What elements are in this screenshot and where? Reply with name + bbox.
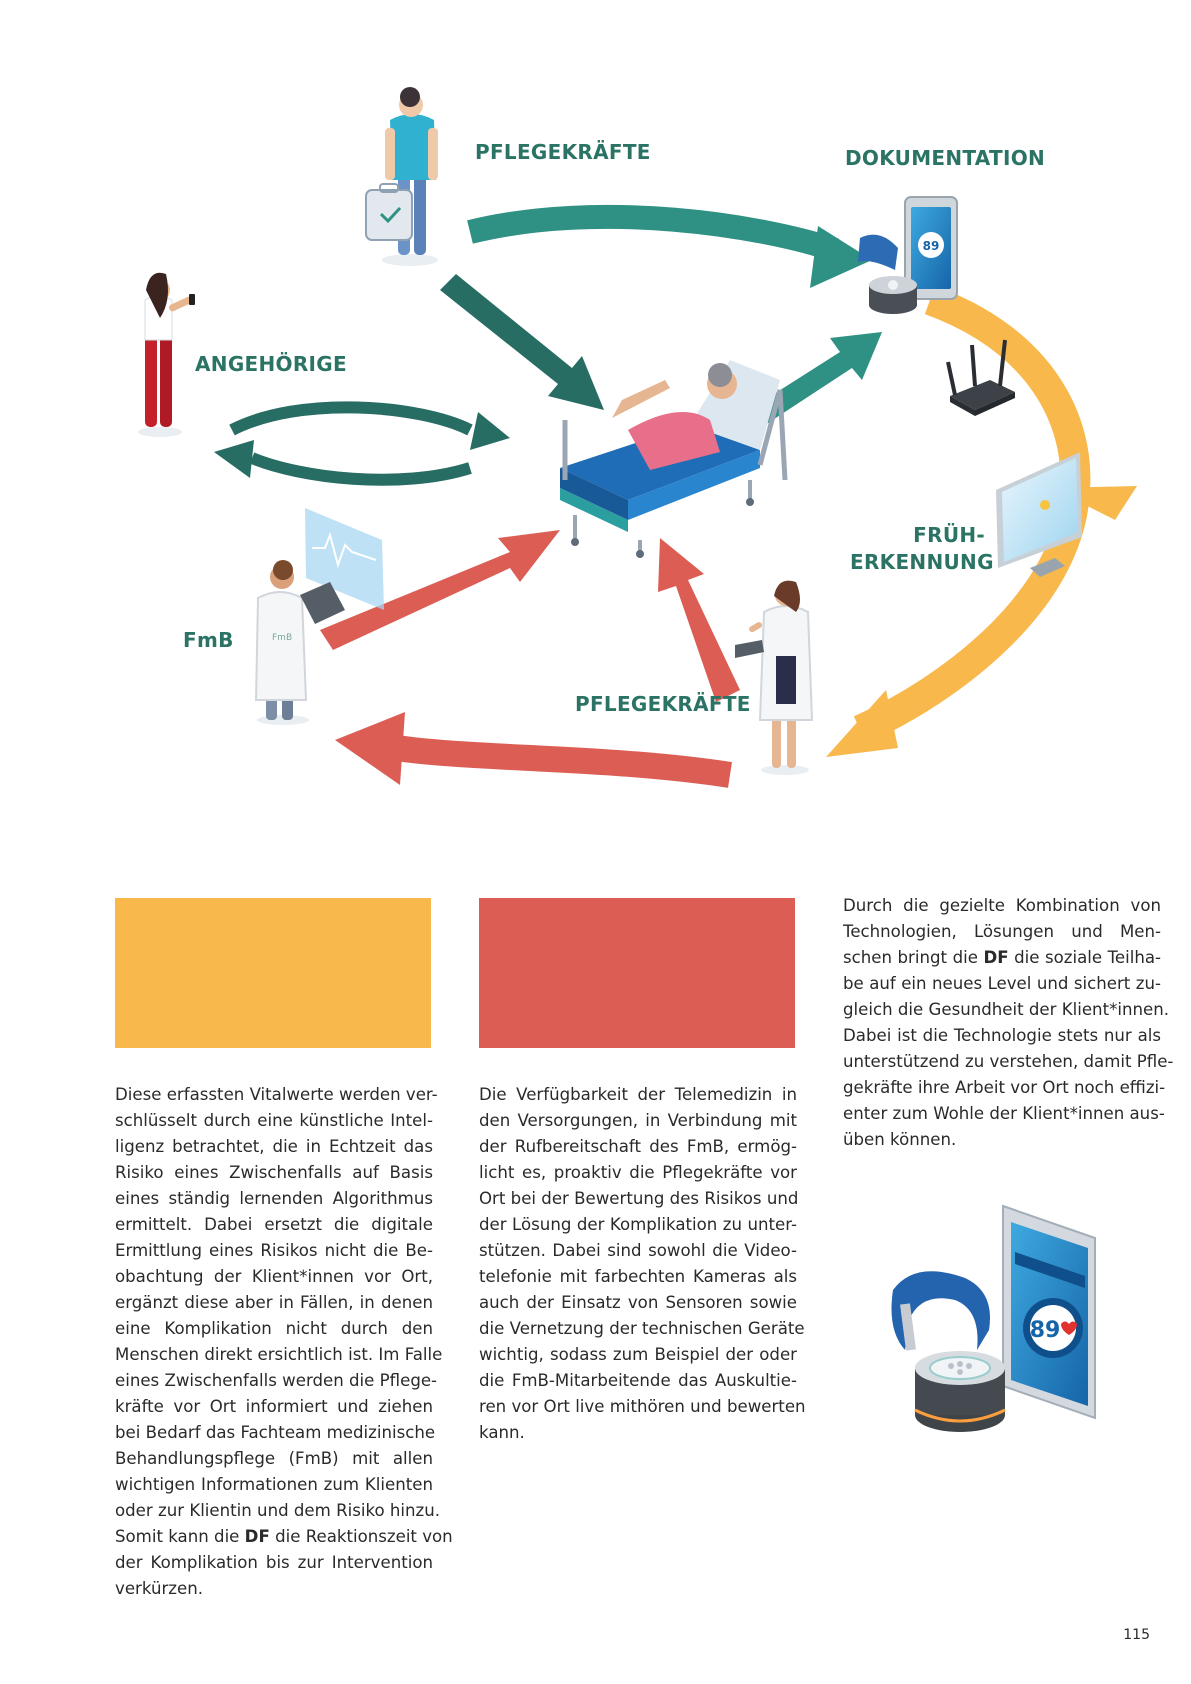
- label-fmb: FmB: [183, 628, 234, 652]
- text-line: stützen. Dabei sind sowohl die Video-: [479, 1241, 797, 1260]
- text-line: die FmB-Mitarbeitende das Auskultie-: [479, 1371, 797, 1390]
- middle-text-column: Die Verfügbarkeit der Telemedizin in den…: [479, 1082, 806, 1446]
- teal-arrow-bed-to-doc: [752, 332, 882, 425]
- text-line: enter zum Wohle der Klient*innen aus-: [843, 1104, 1165, 1123]
- label-pflegekraefte-top: PFLEGEKRÄFTE: [475, 140, 651, 164]
- text-line-bold-df: Somit kann die DF die Reaktionszeit von: [115, 1524, 453, 1550]
- page-number: 115: [1123, 1627, 1150, 1643]
- device-heart-rate-value: 89: [1030, 1318, 1061, 1343]
- text-line: be auf ein neues Level und sichert zu-: [843, 974, 1161, 993]
- text-line: wichtigen Informationen zum Klienten: [115, 1475, 433, 1494]
- red-color-block: [479, 898, 795, 1048]
- red-arrow-fmb-to-bed: [320, 530, 560, 650]
- text-line: der Rufbereitschaft des FmB, ermög-: [479, 1137, 797, 1156]
- teal-arrow-top: [467, 204, 872, 288]
- wearable-devices-illustration: 89: [891, 1204, 1096, 1432]
- text-line: der Lösung der Komplikation zu unter-: [479, 1215, 797, 1234]
- text-line: bei Bedarf das Fachteam medizinische: [115, 1423, 436, 1442]
- text-line: schlüsselt durch eine künstliche Intel-: [115, 1111, 433, 1130]
- patient-bed-illustration: [560, 360, 788, 558]
- text-line: licht es, proaktiv die Pflegekräfte vor: [479, 1163, 797, 1182]
- text-line: gleich die Gesundheit der Klient*innen.: [843, 1000, 1170, 1019]
- label-dokumentation: DOKUMENTATION: [845, 146, 1046, 170]
- text-line: den Versorgungen, in Verbindung mit: [479, 1111, 797, 1130]
- documentation-devices-illustration: 89: [858, 196, 958, 314]
- text-fragment: die Reaktionszeit von: [269, 1527, 453, 1546]
- text-line: üben können.: [843, 1130, 957, 1149]
- label-angehoerige: ANGEHÖRIGE: [195, 352, 347, 376]
- monitor-illustration: [996, 452, 1082, 577]
- label-frueherkennung: FRÜH- ERKENNUNG: [850, 522, 994, 576]
- text-line: Behandlungspflege (FmB) mit allen: [115, 1449, 433, 1468]
- nurse-with-bag-illustration: [365, 87, 438, 266]
- orange-color-block: [115, 898, 431, 1048]
- text-line: kräfte vor Ort informiert und ziehen: [115, 1397, 433, 1416]
- text-line: Dabei ist die Technologie stets nur als: [843, 1026, 1161, 1045]
- text-line: ren vor Ort live mithören und bewerten: [479, 1397, 806, 1416]
- df-bold: DF: [244, 1527, 270, 1546]
- text-fragment: die soziale Teilha-: [1008, 948, 1161, 967]
- teal-arrow-pflege-to-bed: [440, 274, 604, 410]
- text-line: kann.: [479, 1423, 525, 1442]
- text-line: wichtig, sodass zum Beispiel der oder: [479, 1345, 797, 1364]
- text-line: auch der Einsatz von Sensoren sowie: [479, 1293, 797, 1312]
- relative-woman-illustration: [138, 272, 195, 437]
- df-bold: DF: [983, 948, 1009, 967]
- text-line: unterstützend zu verstehen, damit Pfle-: [843, 1052, 1174, 1071]
- text-line: Ermittlung eines Risikos nicht die Be-: [115, 1241, 433, 1260]
- teal-arrows-angehoerige: [214, 401, 510, 486]
- text-line: Risiko eines Zwischenfalls auf Basis: [115, 1163, 433, 1182]
- text-line: Diese erfassten Vitalwerte werden ver-: [115, 1085, 438, 1104]
- text-fragment: schen bringt die: [843, 948, 984, 967]
- text-line: ergänzt diese aber in Fällen, in denen: [115, 1293, 433, 1312]
- text-line: obachtung der Klient*innen vor Ort,: [115, 1267, 433, 1286]
- text-line: verkürzen.: [115, 1579, 204, 1598]
- text-line: die Vernetzung der technischen Geräte: [479, 1319, 805, 1338]
- label-frueh-line1: FRÜH-: [913, 523, 985, 547]
- text-line: telefonie mit farbechten Kameras als: [479, 1267, 797, 1286]
- text-line: eines ständig lernenden Algorithmus: [115, 1189, 433, 1208]
- text-line-bold-df: schen bringt die DF die soziale Teilha-: [843, 945, 1161, 971]
- red-arrow-pflege-to-bed: [658, 538, 740, 702]
- text-line: ligenz betrachtet, die in Echtzeit das: [115, 1137, 433, 1156]
- nurse-with-tablet-illustration: [735, 580, 814, 775]
- text-line: Menschen direkt ersichtlich ist. Im Fall…: [115, 1345, 443, 1364]
- care-workflow-diagram: 89 FmB: [138, 87, 1137, 788]
- text-line: eine Komplikation nicht durch den: [115, 1319, 433, 1338]
- label-frueh-line2: ERKENNUNG: [850, 550, 994, 574]
- label-pflegekraefte-bottom: PFLEGEKRÄFTE: [575, 692, 751, 716]
- text-line: Technologien, Lösungen und Men-: [843, 922, 1161, 941]
- text-line: Ort bei der Bewertung des Risikos und: [479, 1189, 799, 1208]
- text-line: Durch die gezielte Kombination von: [843, 896, 1161, 915]
- text-line: gekräfte ihre Arbeit vor Ort noch effizi…: [843, 1078, 1166, 1097]
- text-line: oder zur Klientin und dem Risiko hinzu.: [115, 1501, 441, 1520]
- fmb-doctor-illustration: FmB: [254, 508, 384, 725]
- text-fragment: Somit kann die: [115, 1527, 245, 1546]
- text-line: der Komplikation bis zur Intervention: [115, 1553, 433, 1572]
- red-arrow-bottom: [335, 712, 732, 788]
- tablet-heart-rate-value: 89: [923, 239, 940, 253]
- text-line: Die Verfügbarkeit der Telemedizin in: [479, 1085, 797, 1104]
- left-text-column: Diese erfassten Vitalwerte werden ver- s…: [115, 1082, 453, 1602]
- text-line: ermittelt. Dabei ersetzt die digitale: [115, 1215, 433, 1234]
- router-illustration: [946, 339, 1015, 416]
- right-text-column: Durch die gezielte Kombination von Techn…: [843, 893, 1174, 1153]
- coat-fmb-label: FmB: [272, 633, 292, 643]
- text-line: eines Zwischenfalls werden die Pflege-: [115, 1371, 438, 1390]
